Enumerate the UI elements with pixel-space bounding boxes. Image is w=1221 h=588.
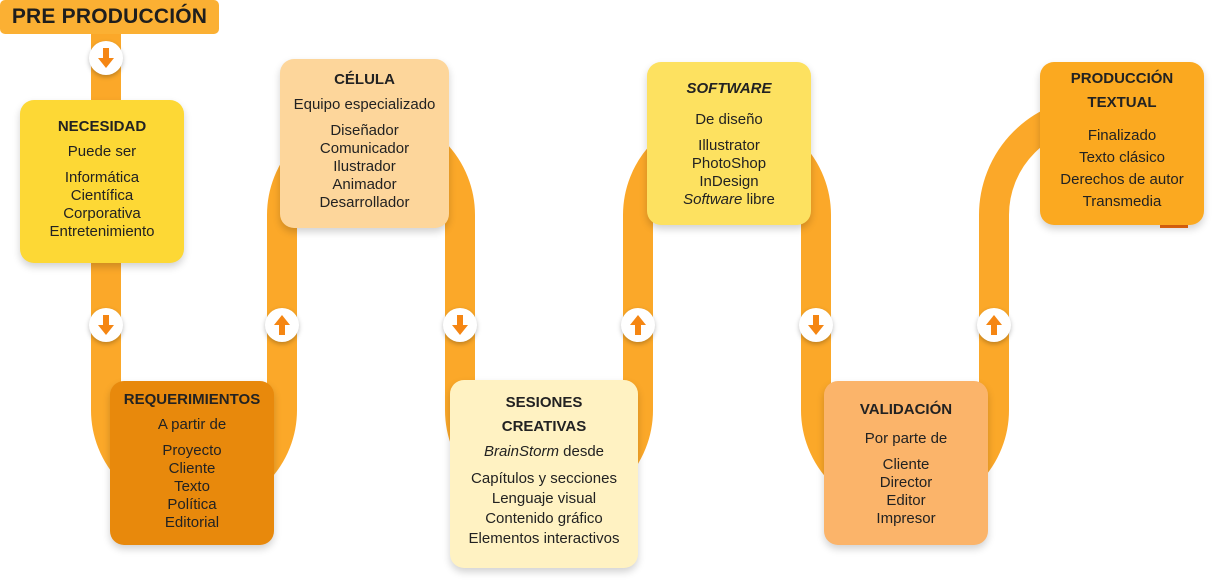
list-item: Editor [886, 492, 926, 509]
list-item: Proyecto [162, 442, 222, 459]
stage-intro: Por parte de [864, 430, 948, 447]
stage-heading-line1: SESIONES [505, 394, 583, 411]
list-item: Software libre [647, 191, 811, 209]
stage-intro: Puede ser [67, 143, 137, 160]
software-term: Software [683, 191, 743, 208]
stage-intro: De diseño [695, 111, 763, 128]
stage-heading: SOFTWARE [686, 80, 772, 97]
list-item: Illustrator [698, 137, 760, 154]
list-item: Texto clásico [1079, 149, 1165, 166]
arrow-down-icon [89, 41, 123, 75]
list-item: Lenguaje visual [491, 490, 597, 507]
stage-heading: CÉLULA [334, 71, 395, 88]
list-item: Impresor [876, 510, 936, 527]
item-rest: libre [742, 191, 775, 208]
arrow-up-icon [621, 308, 655, 342]
stage-heading-line2: CREATIVAS [501, 418, 587, 435]
list-item: Finalizado [1087, 127, 1157, 144]
list-item: Texto [174, 478, 210, 495]
list-item: Corporativa [63, 205, 141, 222]
arrow-up-icon [265, 308, 299, 342]
stage-requerimientos: REQUERIMIENTOS A partir de Proyecto Clie… [110, 381, 274, 545]
list-item: Ilustrador [333, 158, 396, 175]
stage-intro: BrainStorm desde [450, 443, 638, 461]
list-item: Capítulos y secciones [471, 470, 617, 487]
brainstorm-term: BrainStorm [483, 443, 559, 460]
list-item: Cliente [168, 460, 216, 477]
stage-intro: Equipo especializado [293, 96, 436, 113]
list-item: Cliente [882, 456, 930, 473]
list-item: InDesign [699, 173, 759, 190]
stage-heading-line2: TEXTUAL [1087, 94, 1157, 111]
page-title: PRE PRODUCCIÓN [0, 0, 219, 34]
list-item: Contenido gráfico [485, 510, 603, 527]
stage-sesiones-creativas: SESIONES CREATIVAS BrainStorm desde Capí… [450, 380, 638, 568]
list-item: PhotoShop [691, 155, 767, 172]
list-item: Editorial [164, 514, 220, 531]
stage-celula: CÉLULA Equipo especializado Diseñador Co… [280, 59, 449, 228]
stage-heading: NECESIDAD [57, 118, 147, 135]
stage-produccion-textual: PRODUCCIÓN TEXTUAL Finalizado Texto clás… [1040, 62, 1204, 225]
stage-software: SOFTWARE De diseño Illustrator PhotoShop… [647, 62, 811, 225]
stage-necesidad: NECESIDAD Puede ser Informática Científi… [20, 100, 184, 263]
list-item: Entretenimiento [49, 223, 155, 240]
list-item: Director [879, 474, 933, 491]
list-item: Informática [64, 169, 140, 186]
arrow-down-icon [799, 308, 833, 342]
arrow-down-icon [443, 308, 477, 342]
list-item: Animador [332, 176, 397, 193]
list-item: Diseñador [330, 122, 399, 139]
stage-validacion: VALIDACIÓN Por parte de Cliente Director… [824, 381, 988, 545]
list-item: Comunicador [319, 140, 410, 157]
arrow-down-icon [89, 308, 123, 342]
arrow-up-icon [977, 308, 1011, 342]
list-item: Transmedia [1082, 193, 1162, 210]
list-item: Derechos de autor [1060, 171, 1184, 188]
stage-heading-line1: PRODUCCIÓN [1070, 70, 1174, 87]
intro-rest: desde [558, 443, 605, 460]
stage-intro: A partir de [157, 416, 227, 433]
stage-heading: VALIDACIÓN [859, 401, 953, 418]
list-item: Elementos interactivos [468, 530, 620, 547]
list-item: Política [167, 496, 217, 513]
list-item: Desarrollador [319, 194, 410, 211]
stage-heading: REQUERIMIENTOS [123, 391, 261, 408]
list-item: Científica [70, 187, 134, 204]
